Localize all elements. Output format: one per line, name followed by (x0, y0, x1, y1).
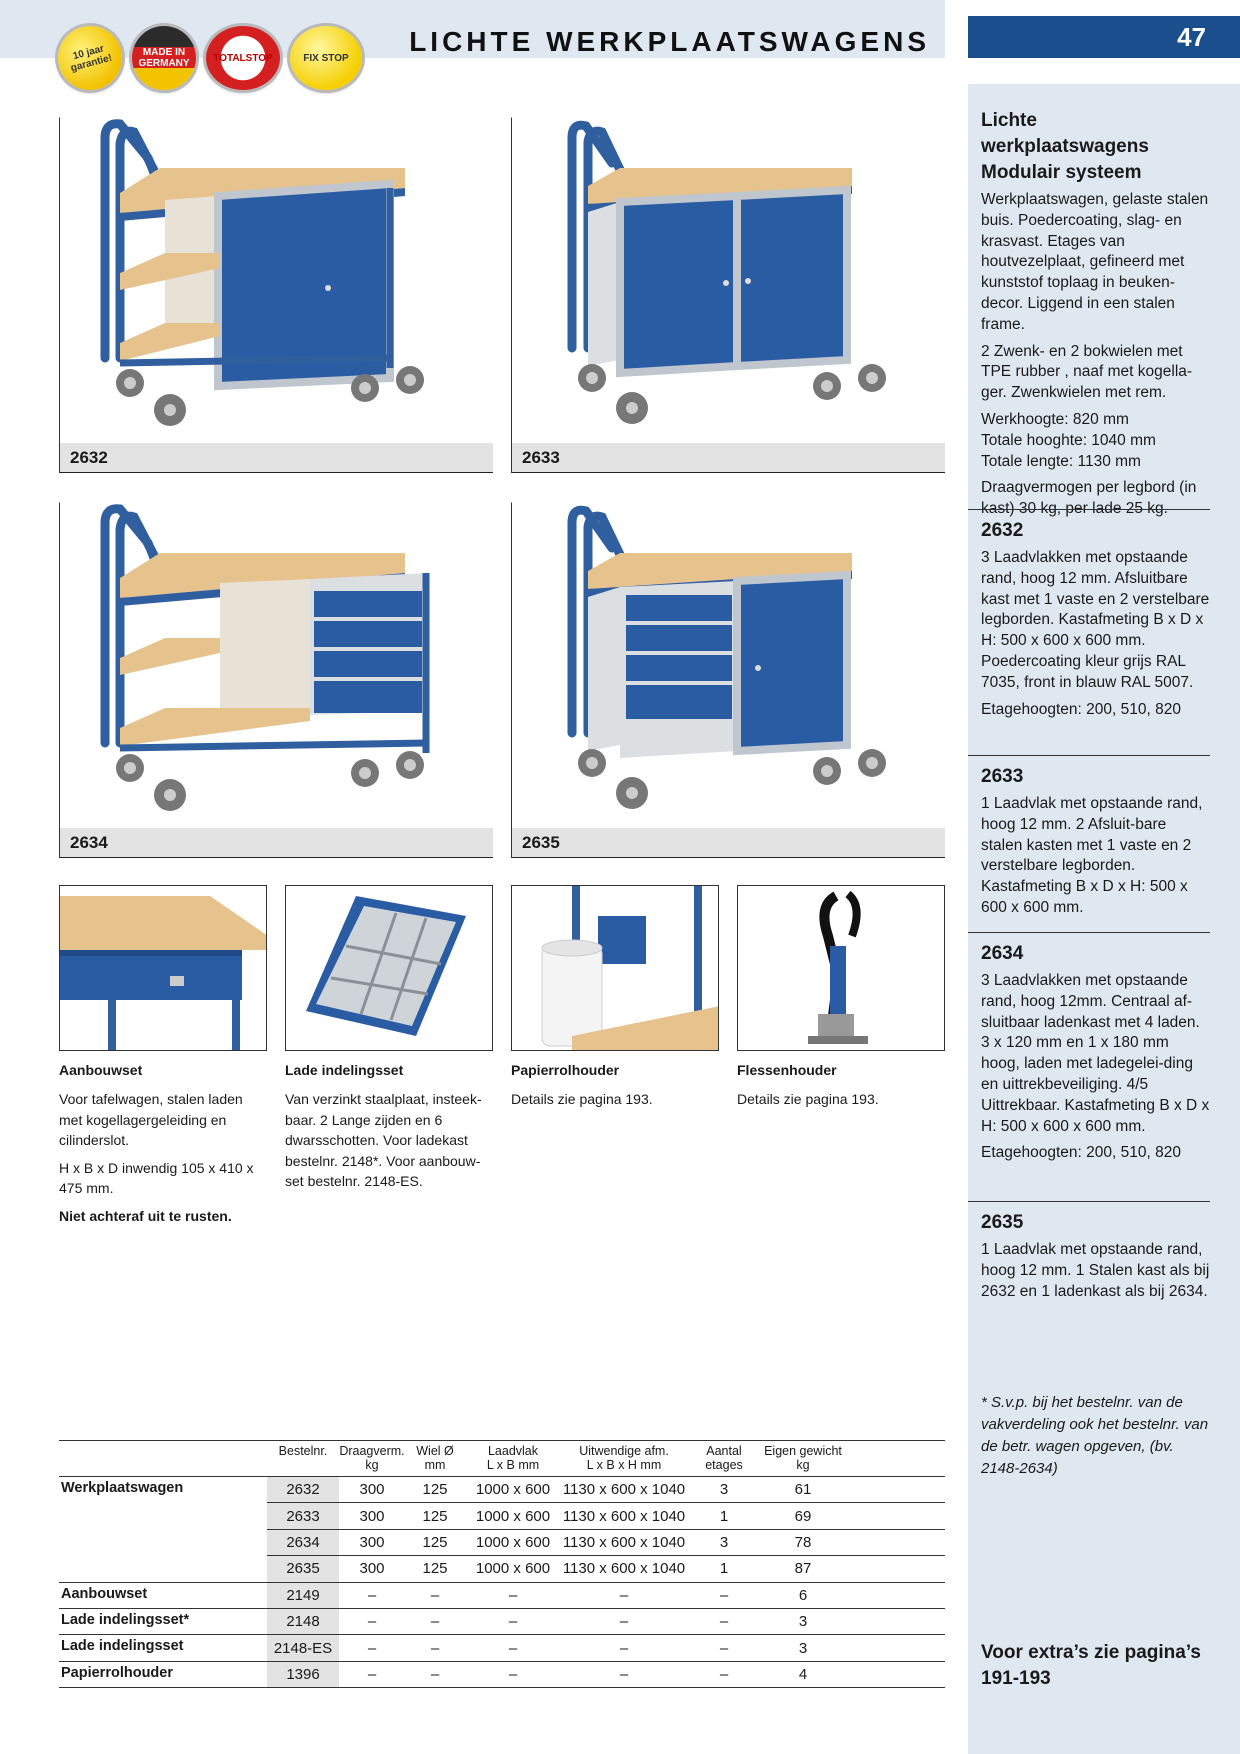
accessory-description: Details zie pagina 193. (737, 1091, 879, 1107)
page-number-box: 47 (968, 16, 1240, 58)
sidebar-section-2634: 2634 3 Laadvlakken met opstaande rand, h… (981, 943, 1210, 1162)
product-photo-2635: 2635 (511, 502, 945, 858)
sidebar-intro-title: Lichte werkplaatswagens Modulair systeem (981, 110, 1149, 183)
product-code-caption: 2632 (60, 443, 493, 473)
accessory-title: Flessenhouder (737, 1062, 837, 1078)
sidebar-section-2632: 2632 3 Laadvlakken met opstaande rand, h… (981, 520, 1210, 718)
section-code: 2634 (981, 943, 1024, 964)
product-code-caption: 2634 (60, 828, 493, 858)
accessory-photo-flessenhouder (737, 885, 945, 1051)
workbench-cart-image (567, 120, 886, 424)
col-uitwendige-afm: Uitwendige afm.L x B x H mm (561, 1440, 687, 1477)
sidebar-section-2633: 2633 1 Laadvlak met opstaande rand, hoog… (981, 764, 1210, 925)
accessory-note: Niet achteraf uit te rusten. (59, 1207, 232, 1224)
product-code-caption: 2633 (512, 443, 945, 473)
drawer-divider-set-image (306, 896, 466, 1036)
accessory-title: Aanbouwset (59, 1062, 143, 1078)
sidebar-panel (968, 84, 1240, 1754)
sidebar-divider (968, 755, 1210, 756)
accessory-title: Lade indelingsset (285, 1062, 404, 1078)
order-footnote: * S.v.p. bij het bestelnr. van de vakver… (981, 1394, 1209, 1477)
col-draagvermogen: Draagverm.kg (339, 1440, 405, 1477)
product-photo-2634: 2634 (59, 502, 493, 858)
sidebar-divider (968, 509, 1210, 510)
product-code-caption: 2635 (512, 828, 945, 858)
section-code: 2635 (981, 1212, 1024, 1233)
workbench-cart-image (567, 505, 886, 809)
drawer-attachment-image (60, 896, 266, 1050)
col-bestelnr: Bestelnr. (267, 1440, 339, 1477)
product-photo-2632: 2632 (59, 117, 493, 473)
badge-row: 10 jaar garantie! MADE IN GERMANY TOTALS… (50, 18, 362, 98)
garantie-badge: 10 jaar garantie! (50, 18, 130, 98)
section-code: 2633 (981, 766, 1024, 787)
table-row: Lade indelingsset*2148–––––3 (59, 1607, 945, 1635)
accessory-title: Papierrolhouder (511, 1062, 620, 1078)
accessory-photo-aanbouwset (59, 885, 267, 1051)
accessory-description: Details zie pagina 193. (511, 1091, 653, 1107)
accessory-photo-papierrolhouder (511, 885, 719, 1051)
sidebar-divider (968, 932, 1210, 933)
sidebar-section-2635: 2635 1 Laadvlak met opstaande rand, hoog… (981, 1212, 1210, 1300)
sidebar-divider (968, 1201, 1210, 1202)
extras-reference: Voor extra’s zie pagina’s 191-193 (981, 1642, 1201, 1689)
page-number: 47 (1177, 22, 1206, 52)
accessory-description: Voor tafelwagen, stalen laden met kogell… (59, 1089, 269, 1233)
totalstop-badge: TOTALSTOP (206, 26, 280, 90)
fixstop-badge: FIX STOP (290, 26, 362, 90)
made-in-germany-badge: MADE IN GERMANY (132, 26, 196, 90)
workbench-cart-image (100, 119, 424, 426)
page-title: LICHTE WERKPLAATSWAGENS (409, 26, 930, 57)
section-code: 2632 (981, 520, 1024, 541)
product-photo-2633: 2633 (511, 117, 945, 473)
sidebar-intro: Lichte werkplaatswagens Modulair systeem… (981, 110, 1209, 518)
paper-roll-holder-image (541, 886, 718, 1050)
accessory-photo-lade-indelingsset (285, 885, 493, 1051)
bottle-holder-image (808, 890, 868, 1044)
workbench-cart-image (100, 504, 430, 811)
accessory-description: Van verzinkt staalplaat, insteek-baar. 2… (285, 1091, 482, 1189)
